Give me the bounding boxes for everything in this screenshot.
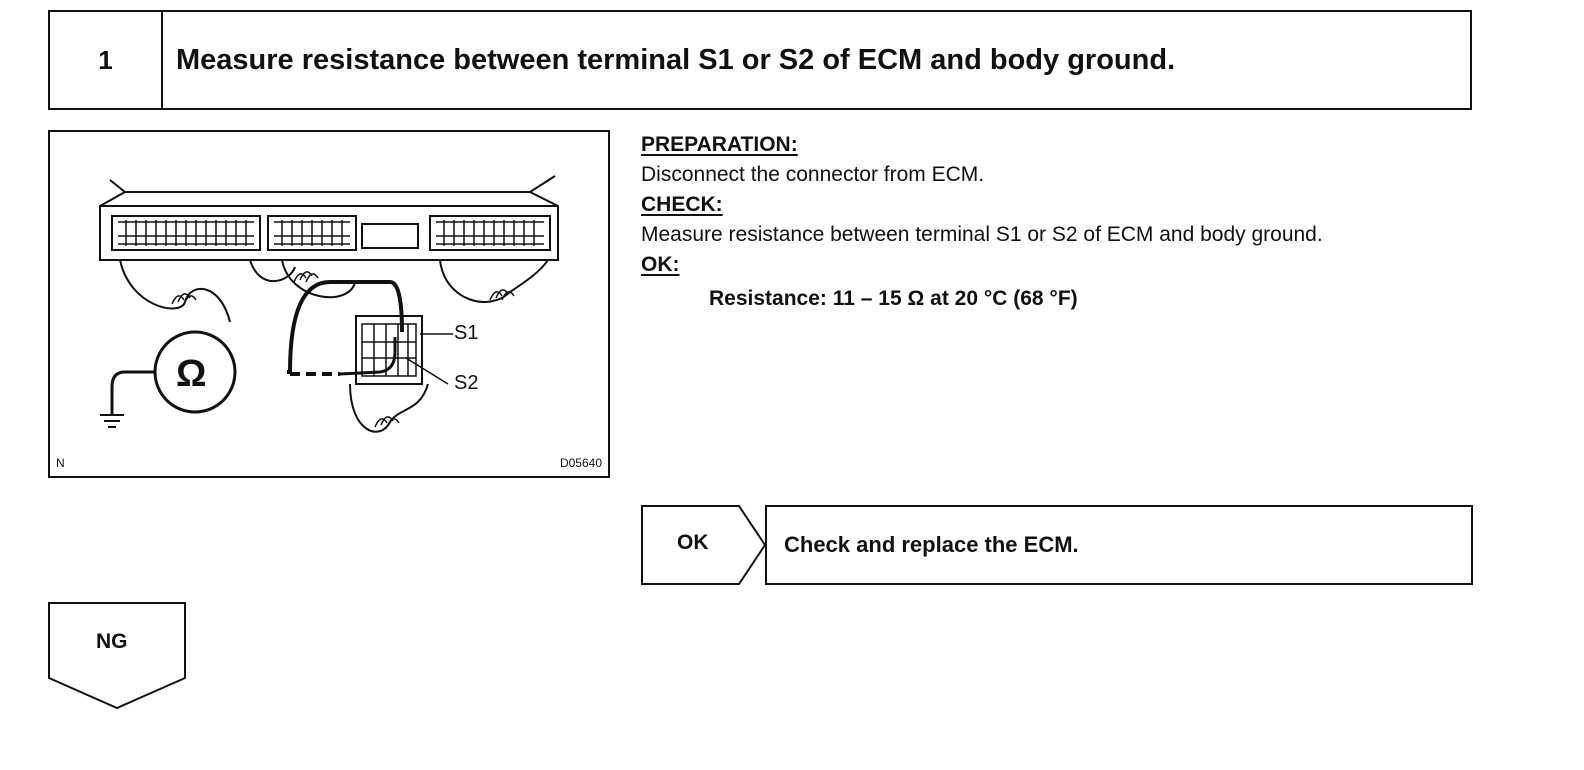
ok-result-box: Check and replace the ECM.: [765, 505, 1473, 585]
check-heading: CHECK:: [641, 193, 723, 216]
ok-flag: OK: [641, 505, 767, 585]
ohm-symbol: Ω: [176, 353, 207, 395]
ng-flag-label: NG: [96, 630, 128, 653]
ok-action-text: Check and replace the ECM.: [784, 532, 1079, 557]
step-title: Measure resistance between terminal S1 o…: [176, 43, 1176, 76]
ok-flag-label: OK: [677, 531, 709, 554]
ng-arrow-icon: [48, 602, 186, 710]
check-text: Measure resistance between terminal S1 o…: [641, 223, 1323, 246]
figure-corner-code: N: [56, 456, 65, 470]
wiring-illustration: Ω S1 S2 N D05640: [48, 130, 610, 478]
terminal-s1-label: S1: [454, 322, 479, 344]
step-number: 1: [50, 12, 163, 108]
terminal-s2-label: S2: [454, 372, 479, 394]
ecm-connector-diagram: [99, 175, 559, 433]
resistance-spec: Resistance: 11 – 15 Ω at 20 °C (68 °F): [709, 287, 1078, 310]
ok-heading: OK:: [641, 253, 680, 276]
ng-flag: NG: [48, 602, 186, 710]
figure-id: D05640: [559, 456, 602, 470]
step-header: 1 Measure resistance between terminal S1…: [48, 10, 1472, 110]
preparation-text: Disconnect the connector from ECM.: [641, 163, 985, 186]
ok-arrow-icon: [641, 505, 767, 585]
instructions: PREPARATION: Disconnect the connector fr…: [641, 130, 1473, 314]
preparation-heading: PREPARATION:: [641, 133, 798, 156]
